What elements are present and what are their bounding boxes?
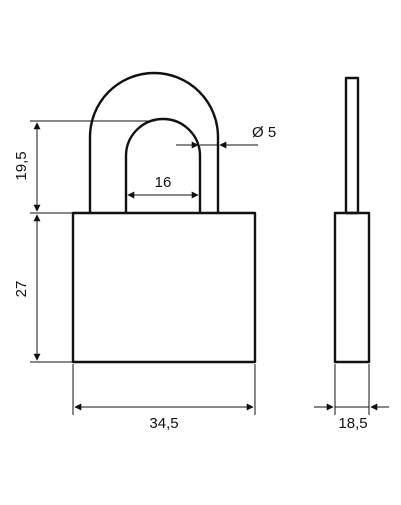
dimension-label-shackle-diameter: Ø 5 (252, 124, 276, 141)
side-body-outline (333, 211, 371, 364)
side-view (333, 76, 371, 364)
dimension-label-shackle-height: 19,5 (13, 151, 30, 180)
shackle-outer-outline (88, 71, 220, 213)
lock-body-outline (71, 211, 257, 364)
dimension-label-body-height: 27 (13, 281, 30, 298)
dimension-shackle-height: 19,5 (13, 120, 155, 214)
dimension-shackle-diameter: Ø 5 (176, 124, 276, 149)
dimension-thickness: 18,5 (314, 364, 389, 432)
dimension-inner-width: 16 (127, 174, 199, 199)
dimension-body-height: 27 (13, 214, 73, 363)
shackle-inner-outline (124, 117, 202, 213)
dimension-body-width: 34,5 (72, 364, 256, 432)
dimension-label-body-width: 34,5 (149, 415, 178, 432)
front-view (71, 71, 257, 364)
dimension-label-thickness: 18,5 (338, 415, 367, 432)
dimension-label-inner-width: 16 (155, 174, 172, 191)
side-shackle-outline (344, 76, 360, 215)
